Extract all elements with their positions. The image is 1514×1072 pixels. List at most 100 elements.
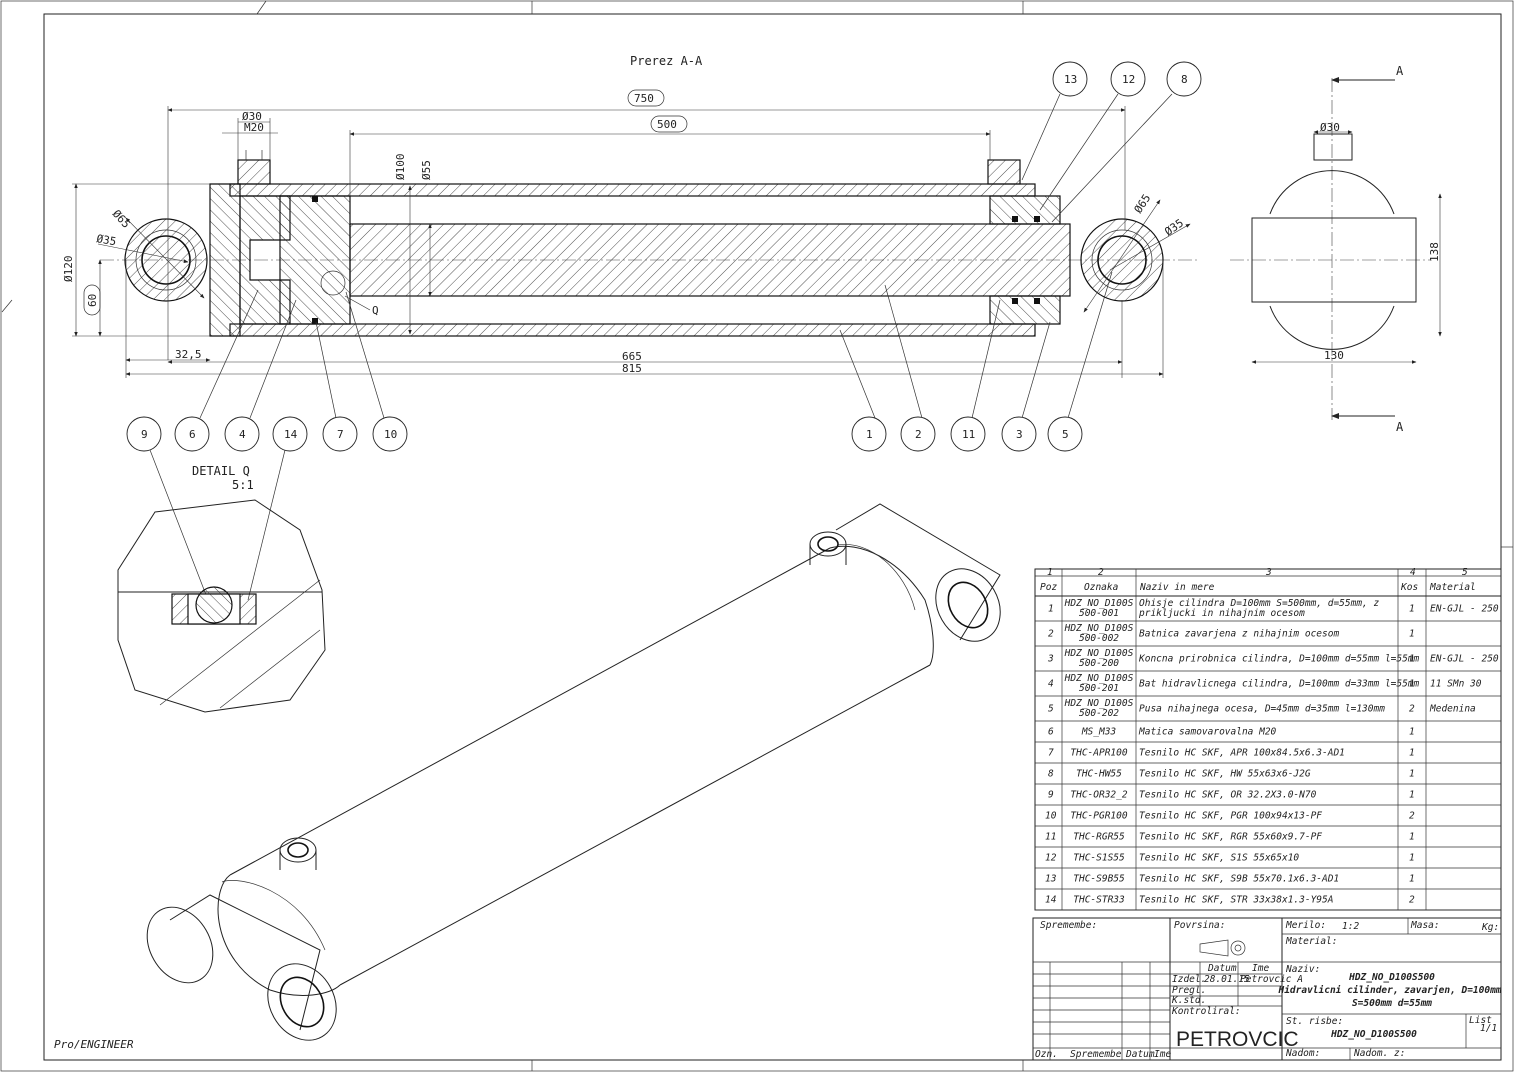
bom-row-material: EN-GJL - 250: [1430, 654, 1499, 665]
tb-povrsina: Povrsina:: [1174, 920, 1225, 931]
bom-row-oznaka: 500-002: [1079, 633, 1119, 644]
bom-row-naziv: Tesnilo HC SKF, PGR 100x94x13-PF: [1139, 811, 1322, 822]
bom-row-oznaka: 500-001: [1079, 608, 1119, 619]
bom-header-naziv: Naziv in mere: [1139, 582, 1215, 593]
section-title: Prerez A-A: [630, 54, 703, 68]
bom-col-number: 3: [1265, 567, 1272, 578]
bom-row-oznaka: HDZ_NO_D100S: [1064, 598, 1134, 609]
bom-row-naziv: Tesnilo HC SKF, S1S 55x65x10: [1139, 853, 1299, 864]
bom-row-oznaka: THC-STR33: [1073, 895, 1125, 906]
bom-row-naziv: Tesnilo HC SKF, STR 33x38x1.3-Y95A: [1139, 895, 1333, 906]
dimensions: 750 500 Ø30 M20 Ø100 Ø55 Ø120 60 Ø65 Ø35…: [62, 89, 1191, 378]
tb-naziv-line-3: S=500mm d=55mm: [1352, 998, 1432, 1009]
bom-row-naziv: Bat hidravlicnega cilindra, D=100mm d=33…: [1139, 679, 1420, 690]
tb-ime-header: Ime: [1252, 963, 1269, 974]
bom-row-kos: 1: [1409, 853, 1415, 864]
bom-row-poz: 5: [1048, 704, 1054, 715]
bom-row-kos: 1: [1409, 727, 1415, 738]
bom-row-oznaka: 500-200: [1079, 658, 1119, 669]
tb-pregl-label: Pregl.: [1172, 985, 1206, 996]
bom-row-poz: 8: [1048, 769, 1054, 780]
bom-row-naziv: Tesnilo HC SKF, OR 32.2X3.0-N70: [1139, 790, 1317, 801]
bom-row-oznaka: THC-HW55: [1076, 769, 1122, 780]
side-dim-138: 138: [1428, 242, 1441, 262]
bom-row-kos: 1: [1409, 604, 1415, 615]
dim-d35-right: Ø35: [1162, 216, 1186, 238]
svg-text:7: 7: [337, 428, 344, 441]
balloon-1: 1: [851, 416, 887, 452]
svg-text:5: 5: [1062, 428, 1069, 441]
balloon-9: 9: [126, 416, 162, 452]
dim-d30-top: Ø30: [242, 110, 262, 123]
balloon-7: 7: [322, 416, 358, 452]
section-view: Q: [100, 150, 1200, 337]
dim-d65-right: Ø65: [1132, 192, 1154, 216]
bom-row-material: 11 SMn 30: [1430, 679, 1482, 690]
dim-m20: M20: [244, 121, 264, 134]
dim-32-5: 32,5: [175, 348, 202, 361]
svg-text:2: 2: [915, 428, 922, 441]
bom-col-number: 1: [1047, 567, 1053, 578]
bom-row-naziv: prikljucki in nihajnim ocesom: [1138, 608, 1305, 619]
tb-izdel-date: 28.01.15: [1204, 974, 1250, 985]
bom-row-poz: 9: [1048, 790, 1054, 801]
bom-row-kos: 1: [1409, 769, 1415, 780]
balloon-3: 3: [1001, 416, 1037, 452]
bom-row-oznaka: HDZ_NO_D100S: [1064, 673, 1134, 684]
bom-row-poz: 7: [1048, 748, 1054, 759]
detail-title: DETAIL Q: [192, 464, 250, 478]
dim-60: 60: [86, 294, 99, 307]
bom-header-kos: Kos: [1400, 582, 1418, 593]
bom-row-naziv: Matica samovarovalna M20: [1138, 727, 1277, 738]
bom-row-oznaka: HDZ_NO_D100S: [1064, 623, 1134, 634]
bom-row-kos: 2: [1409, 895, 1415, 906]
bom-row-poz: 2: [1048, 629, 1054, 640]
software-label: Pro/ENGINEER: [54, 1038, 134, 1051]
tb-st-risbe: HDZ_NO_D100S500: [1330, 1029, 1417, 1040]
tb-merilo-value: 1:2: [1342, 921, 1359, 932]
detail-q-label: Q: [372, 304, 379, 317]
tb-list-label: List: [1469, 1015, 1492, 1026]
svg-text:1: 1: [866, 428, 873, 441]
balloon-12: 12: [1110, 61, 1146, 97]
bom-row-oznaka: THC-S1S55: [1073, 853, 1125, 864]
bom-row-oznaka: HDZ_NO_D100S: [1064, 648, 1134, 659]
bom-row-kos: 2: [1409, 811, 1415, 822]
bom-row-oznaka: 500-201: [1079, 683, 1119, 694]
tb-footer-ozn: Ozn.: [1035, 1049, 1058, 1060]
bom-row-poz: 3: [1047, 654, 1054, 665]
svg-text:14: 14: [284, 428, 298, 441]
balloon-4: 4: [224, 416, 260, 452]
side-view: A A Ø30 138 130: [1230, 64, 1442, 434]
dim-815: 815: [622, 362, 642, 375]
balloon-10: 10: [372, 416, 408, 452]
bom-row-naziv: Ohisje cilindra D=100mm S=500mm, d=55mm,…: [1139, 598, 1379, 609]
tb-merilo-label: Merilo:: [1285, 920, 1326, 931]
bom-row-oznaka: MS_M33: [1081, 727, 1117, 738]
tb-izdel-label: Izdel.: [1172, 974, 1206, 985]
balloons: 13 12 8 9 6 4 14 7 10 1 2 11 3 5: [126, 61, 1202, 452]
bom-row-poz: 14: [1045, 895, 1057, 906]
bom-row-poz: 12: [1045, 853, 1057, 864]
dim-665: 665: [622, 350, 642, 363]
tb-nadom-z-label: Nadom. z:: [1353, 1048, 1405, 1059]
tb-masa-label: Masa:: [1410, 920, 1440, 931]
bom-row-naziv: Tesnilo HC SKF, S9B 55x70.1x6.3-AD1: [1139, 874, 1339, 885]
bom-row-kos: 2: [1409, 704, 1415, 715]
bom-row-poz: 4: [1048, 679, 1054, 690]
bom-row-oznaka: THC-S9B55: [1073, 874, 1125, 885]
bom-row-kos: 1: [1409, 790, 1415, 801]
bom-row-oznaka: HDZ_NO_D100S: [1064, 698, 1134, 709]
section-marker-top: A: [1396, 64, 1404, 78]
bom-row-poz: 10: [1045, 811, 1057, 822]
tb-kontroliral: Kontroliral:: [1171, 1006, 1241, 1017]
bom-header-poz: Poz: [1040, 582, 1057, 593]
bom-row-material: Medenina: [1429, 704, 1476, 715]
bom-row-poz: 13: [1045, 874, 1057, 885]
svg-text:11: 11: [962, 428, 975, 441]
tb-datum-header: Datum: [1207, 963, 1237, 974]
dim-d55: Ø55: [420, 160, 433, 180]
